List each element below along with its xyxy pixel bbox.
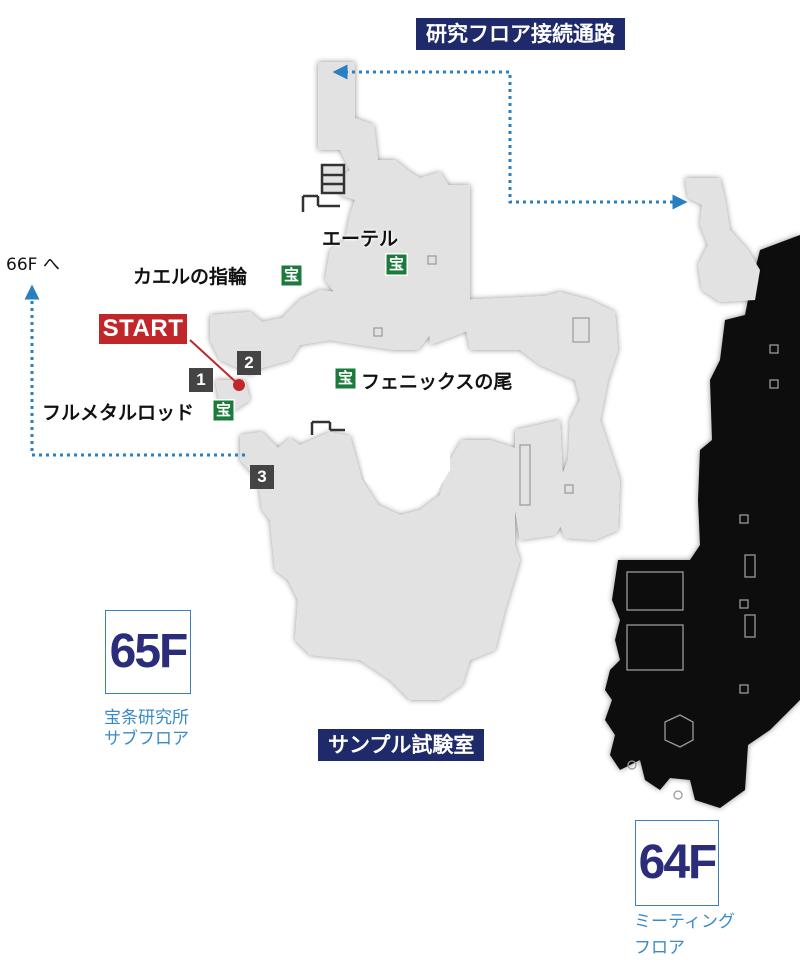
floor-name-65f-line1: 宝条研究所 xyxy=(104,708,189,728)
treasure-label-phoenix-tail: フェニックスの尾 xyxy=(361,371,513,393)
floor-64f-area xyxy=(605,235,800,808)
region-sample-lab: サンプル試験室 xyxy=(318,729,485,761)
entrance-3[interactable]: 3 xyxy=(250,465,274,489)
floor-name-65f-line2: サブフロア xyxy=(104,729,189,749)
floor-name-64f-line2: フロア xyxy=(634,938,685,958)
floor-64f-details xyxy=(626,344,779,800)
region-research-corridor: 研究フロア接続通路 xyxy=(416,18,625,50)
floor-name-64f-line1: ミーティング xyxy=(634,912,735,932)
treasure-label-ether: エーテル xyxy=(322,228,399,250)
lab-cavity xyxy=(360,440,450,505)
floor-number-65f: 65F xyxy=(105,610,191,694)
treasure-chest-icon[interactable]: 宝 xyxy=(280,264,303,287)
entrance-1[interactable]: 1 xyxy=(189,368,213,392)
stairs-icon xyxy=(310,420,345,435)
treasure-chest-icon[interactable]: 宝 xyxy=(385,253,408,276)
link-to-66f[interactable]: 66F へ xyxy=(6,255,60,275)
treasure-label-frog-ring: カエルの指輪 xyxy=(133,266,248,288)
room-details xyxy=(373,255,590,506)
entrance-2[interactable]: 2 xyxy=(237,351,261,375)
start-label: START xyxy=(97,312,189,346)
treasure-chest-icon[interactable]: 宝 xyxy=(212,399,235,422)
stairs-icon xyxy=(301,163,346,212)
route-66f xyxy=(24,284,245,457)
treasure-chest-icon[interactable]: 宝 xyxy=(334,367,357,390)
start-marker xyxy=(189,339,245,391)
route-research-corridor xyxy=(332,64,688,210)
treasure-label-full-metal-rod: フルメタルロッド xyxy=(42,402,195,424)
floor-number-64f: 64F xyxy=(635,820,719,906)
